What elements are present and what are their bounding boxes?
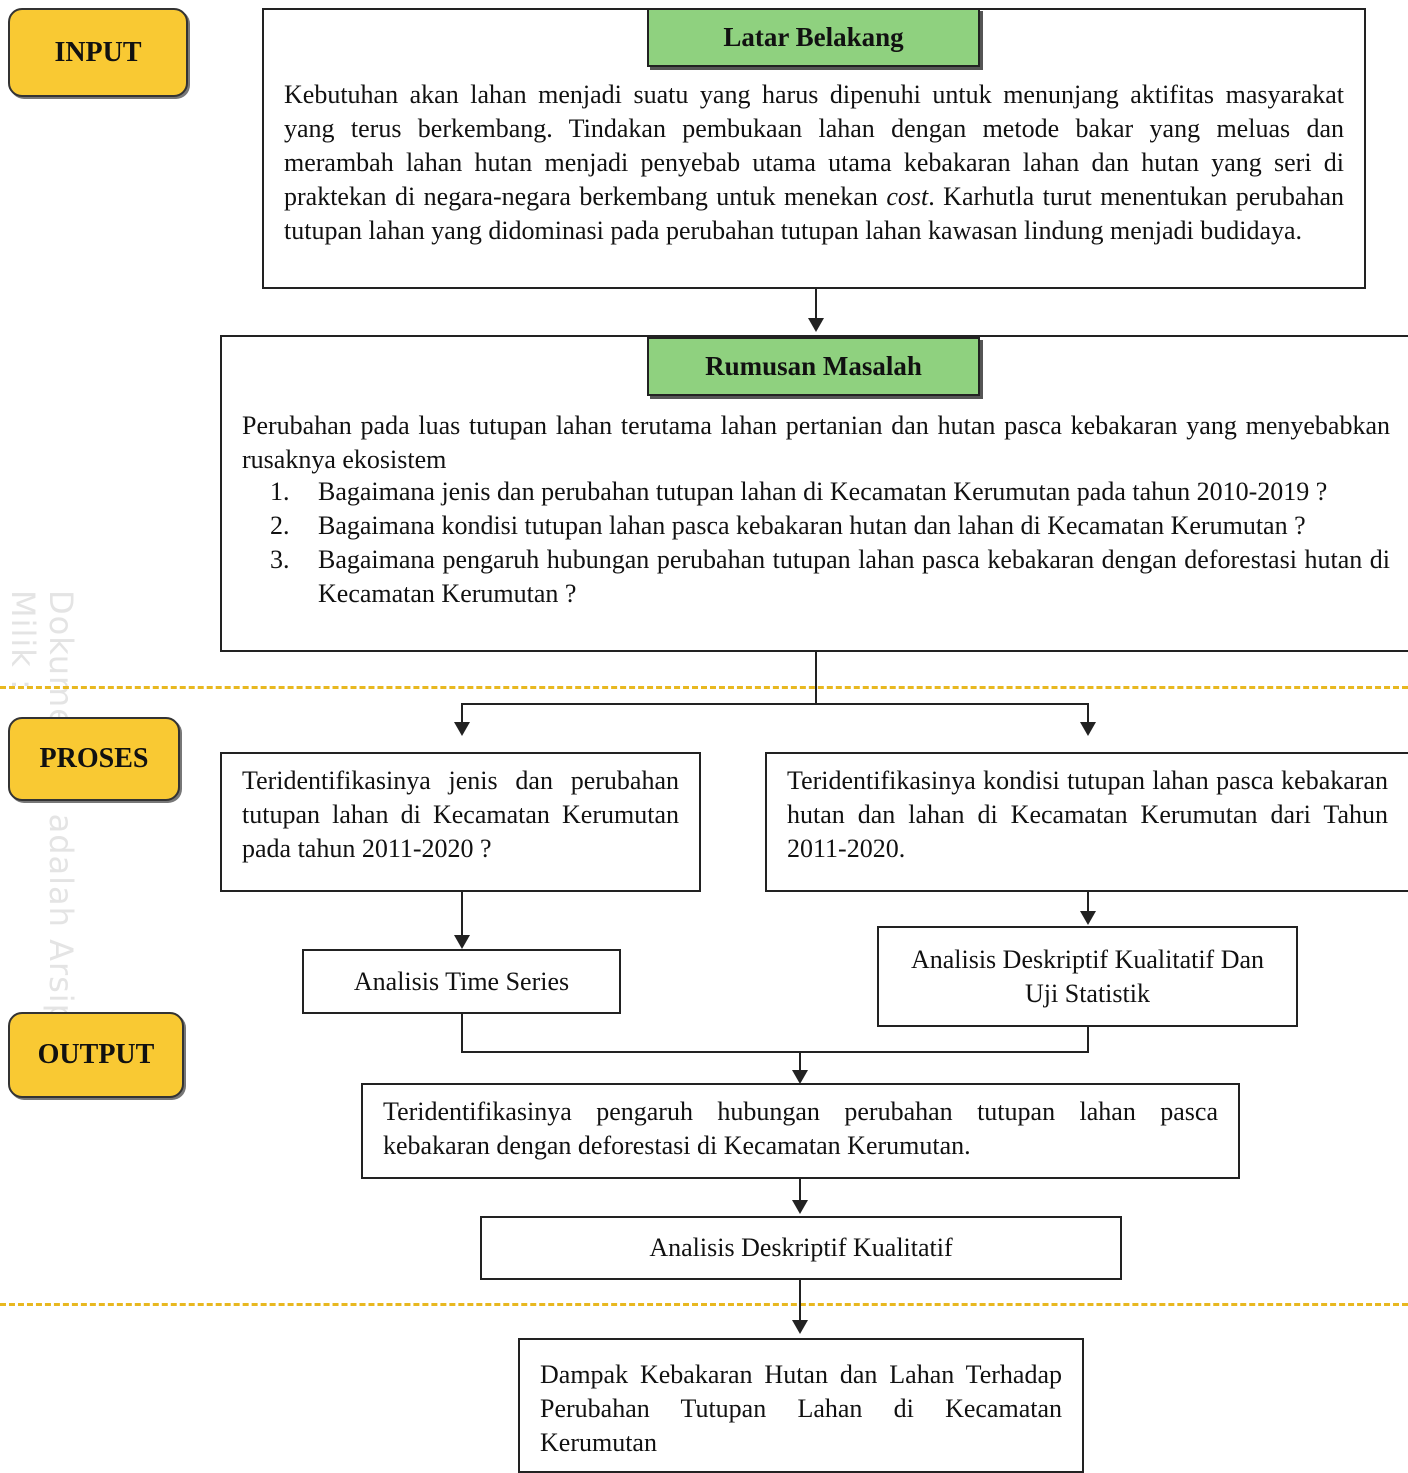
combined-result-box: Teridentifikasinya pengaruh hubungan per… (361, 1083, 1240, 1179)
rumusan-question-3: 3. Bagaimana pengaruh hubungan perubahan… (270, 545, 1390, 608)
proses-right-box: Teridentifikasinya kondisi tutupan lahan… (765, 752, 1408, 892)
arrow-right-method (1080, 911, 1096, 925)
connector-merge-horizontal (461, 1051, 1089, 1053)
connector-method-output (799, 1280, 801, 1322)
analisis-deskriptif-kualitatif-box: Analisis Deskriptif Kualitatif (480, 1216, 1122, 1280)
latar-belakang-text: Kebutuhan akan lahan menjadi suatu yang … (284, 80, 1345, 245)
connector-right-method (1087, 892, 1089, 912)
arrow-latar-rumusan (808, 318, 824, 332)
rumusan-question-1: 1. Bagaimana jenis dan perubahan tutupan… (270, 477, 1328, 506)
stage-output-label: OUTPUT (8, 1012, 184, 1098)
connector-branch-right (1087, 703, 1089, 723)
connector-merge-left (461, 1014, 463, 1052)
analisis-time-series-box: Analisis Time Series (302, 949, 621, 1014)
archive-watermark: Dokumen ini adalah Arsip Milik : (4, 590, 80, 1025)
rumusan-question-list: 1. Bagaimana jenis dan perubahan tutupan… (242, 475, 1390, 611)
arrow-combined-method (792, 1200, 808, 1214)
rumusan-masalah-title: Rumusan Masalah (647, 337, 980, 396)
connector-combined-method (799, 1179, 801, 1201)
connector-merge-right (1087, 1027, 1089, 1052)
connector-left-method (461, 892, 463, 936)
arrow-branch-right (1080, 722, 1096, 736)
analisis-deskriptif-statistik-box: Analisis Deskriptif Kualitatif Dan Uji S… (877, 926, 1298, 1027)
divider-proses-output (0, 1303, 1408, 1306)
latar-belakang-title: Latar Belakang (647, 8, 980, 67)
connector-merge-down (799, 1051, 801, 1071)
divider-input-proses (0, 686, 1408, 689)
connector-branch-left (461, 703, 463, 723)
rumusan-question-2: 2. Bagaimana kondisi tutupan lahan pasca… (270, 511, 1306, 540)
stage-proses-label: PROSES (8, 717, 180, 801)
connector-branch-horizontal (461, 703, 1089, 705)
arrow-method-output (792, 1320, 808, 1334)
connector-latar-rumusan (815, 289, 817, 319)
arrow-merge-down (792, 1070, 808, 1084)
latar-belakang-box: Kebutuhan akan lahan menjadi suatu yang … (262, 8, 1366, 289)
connector-rumusan-branch (815, 652, 817, 704)
rumusan-masalah-box: Perubahan pada luas tutupan lahan teruta… (220, 335, 1408, 652)
rumusan-intro: Perubahan pada luas tutupan lahan teruta… (242, 411, 1390, 474)
arrow-left-method (454, 935, 470, 949)
output-result-box: Dampak Kebakaran Hutan dan Lahan Terhada… (518, 1338, 1084, 1473)
proses-left-box: Teridentifikasinya jenis dan perubahan t… (220, 752, 701, 892)
arrow-branch-left (454, 722, 470, 736)
stage-input-label: INPUT (8, 8, 188, 97)
